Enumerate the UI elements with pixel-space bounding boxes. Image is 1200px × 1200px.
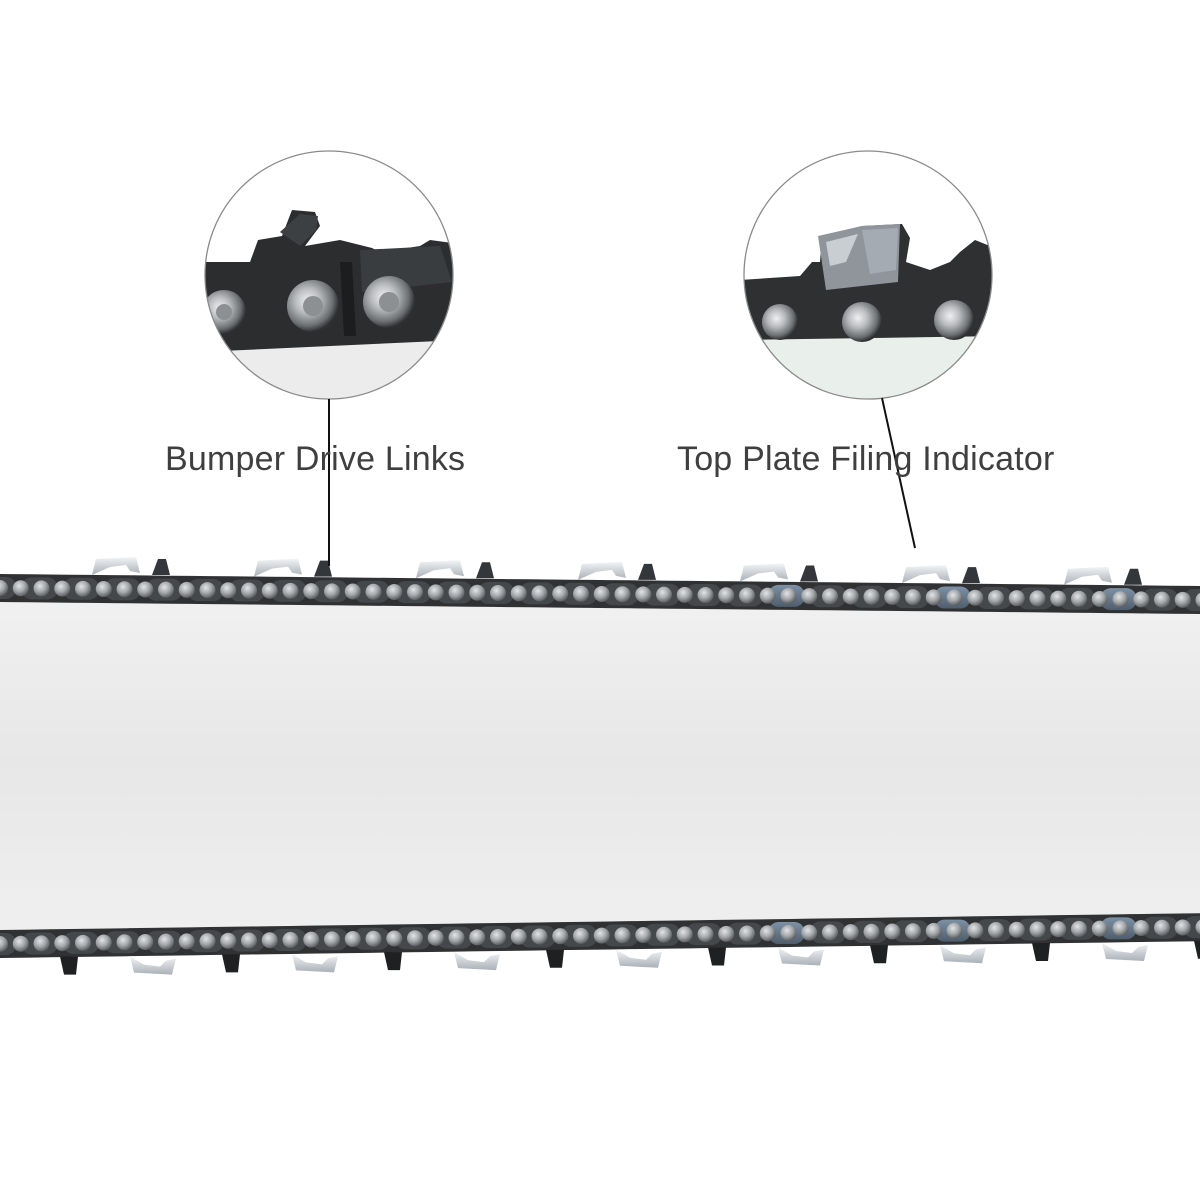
- bumper-drive-link-closeup-icon: [205, 210, 453, 352]
- top-plate-filing-indicator-detail-circle: [743, 150, 993, 400]
- filing-leader-line: [881, 397, 916, 549]
- top-plate-filing-indicator-closeup-icon: [744, 224, 992, 342]
- top-chain: [0, 557, 1200, 614]
- bottom-chain: [0, 913, 1200, 975]
- guide-bar: [0, 592, 1200, 930]
- bumper-drive-links-label: Bumper Drive Links: [165, 440, 466, 478]
- bumper-drive-links-detail-circle: [204, 150, 454, 400]
- top-plate-filing-indicator-label: Top Plate Filing Indicator: [677, 440, 1055, 478]
